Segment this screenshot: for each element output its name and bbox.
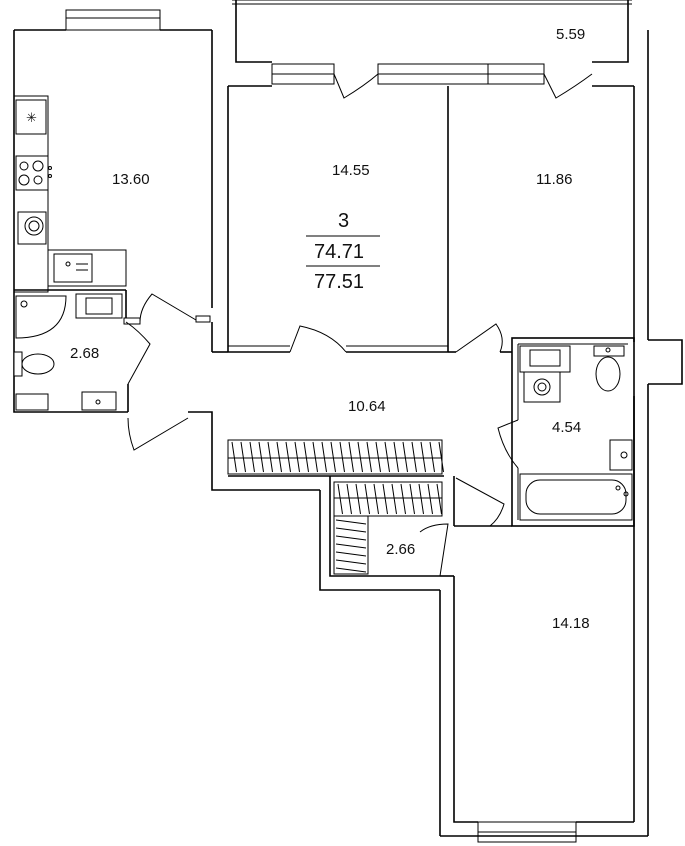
fridge-icon: ✳ (15, 99, 47, 135)
sink-icon (17, 211, 93, 283)
toilet-icon (13, 351, 55, 377)
room-area-bathroom-left: 2.68 (70, 345, 99, 362)
washing-machine-icon (523, 371, 561, 403)
total-area: 77.51 (314, 271, 364, 293)
shower-icon (15, 295, 67, 339)
wardrobe-storage (333, 481, 443, 575)
room-area-storage: 2.66 (386, 541, 415, 558)
washing-machine-icon (75, 293, 123, 319)
doors (123, 73, 593, 577)
toilet-icon (593, 345, 625, 392)
room-area-bedroom-left: 14.55 (332, 162, 370, 179)
room-area-bedroom-bottom: 14.18 (552, 615, 590, 632)
hob-icon (15, 155, 52, 191)
bathtub-icon (519, 473, 633, 521)
svg-text:✳: ✳ (26, 110, 37, 125)
room-area-balcony: 5.59 (556, 26, 585, 43)
rooms-count: 3 (338, 210, 349, 232)
room-area-kitchen: 13.60 (112, 171, 150, 188)
outer-walls (13, 0, 683, 843)
sink-icon (609, 439, 633, 471)
living-area: 74.71 (314, 241, 364, 263)
room-area-hall: 10.64 (348, 398, 386, 415)
area-labels: 13.60 14.55 11.86 5.59 2.68 10.64 4.54 2… (70, 26, 590, 632)
interior-walls (14, 289, 635, 591)
apartment-summary: 3 74.71 77.51 (306, 210, 380, 293)
wardrobe-hall (227, 439, 444, 475)
bathroom-left-fixtures (13, 293, 123, 411)
kitchen-fixtures: ✳ (13, 95, 127, 293)
room-area-bathroom-right: 4.54 (552, 419, 581, 436)
bathroom-right-fixtures (519, 345, 633, 521)
room-area-bedroom-right: 11.86 (536, 171, 572, 188)
